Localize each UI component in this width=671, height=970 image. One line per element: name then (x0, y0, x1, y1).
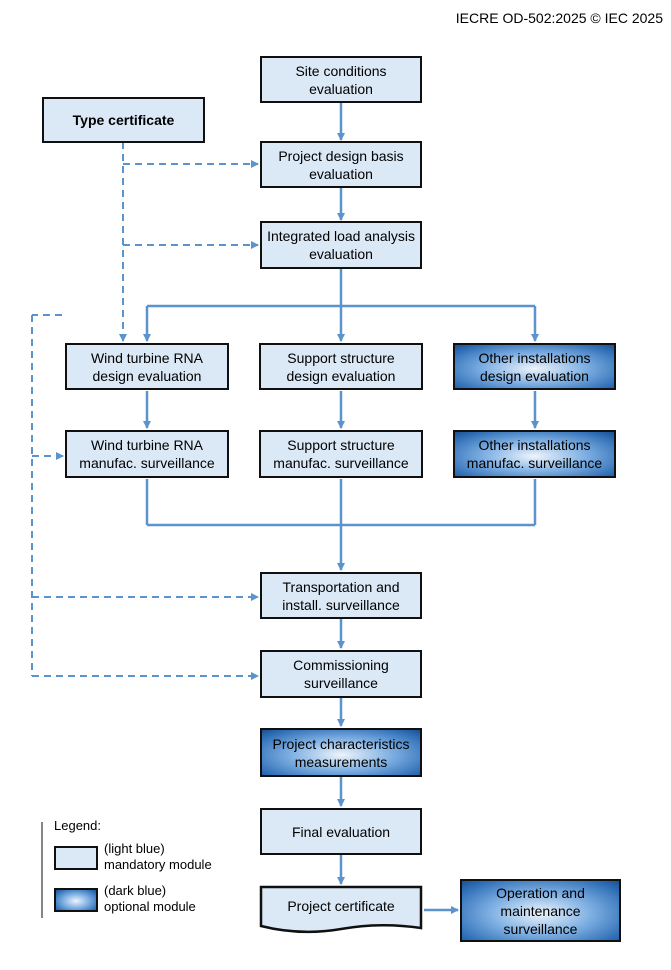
other-installations-manufacturing-box: Other installations manufac. surveillanc… (453, 430, 616, 478)
legend-light-swatch (54, 846, 98, 870)
legend-title: Legend: (54, 818, 101, 833)
legend-dark-line1: (dark blue) (104, 883, 167, 898)
legend-light-line2: mandatory module (104, 857, 212, 872)
project-certificate-label: Project certificate (287, 898, 395, 914)
transportation-box: Transportation and install. surveillance (260, 572, 422, 619)
integrated-load-box: Integrated load analysis evaluation (260, 221, 422, 269)
rna-manufacturing-box: Wind turbine RNA manufac. surveillance (65, 430, 229, 478)
type-certificate-box: Type certificate (42, 97, 205, 143)
legend-light-label: (light blue) mandatory module (104, 841, 212, 873)
rna-design-box: Wind turbine RNA design evaluation (65, 343, 229, 390)
legend-light-line1: (light blue) (104, 841, 165, 856)
project-certificate-shape (259, 885, 423, 934)
operation-maintenance-box: Operation and maintenance surveillance (460, 879, 621, 942)
document-header: IECRE OD-502:2025 © IEC 2025 (455, 10, 663, 26)
commissioning-box: Commissioning surveillance (260, 650, 422, 698)
legend-dark-label: (dark blue) optional module (104, 883, 196, 915)
legend-dark-swatch (54, 888, 98, 912)
other-installations-design-box: Other installations design evaluation (453, 343, 616, 390)
final-evaluation-box: Final evaluation (260, 808, 422, 855)
site-conditions-box: Site conditions evaluation (260, 56, 422, 103)
support-structure-manufacturing-box: Support structure manufac. surveillance (259, 430, 423, 478)
project-characteristics-box: Project characteristics measurements (260, 728, 422, 777)
legend-dark-line2: optional module (104, 899, 196, 914)
project-design-basis-box: Project design basis evaluation (260, 141, 422, 188)
support-structure-design-box: Support structure design evaluation (259, 343, 423, 390)
